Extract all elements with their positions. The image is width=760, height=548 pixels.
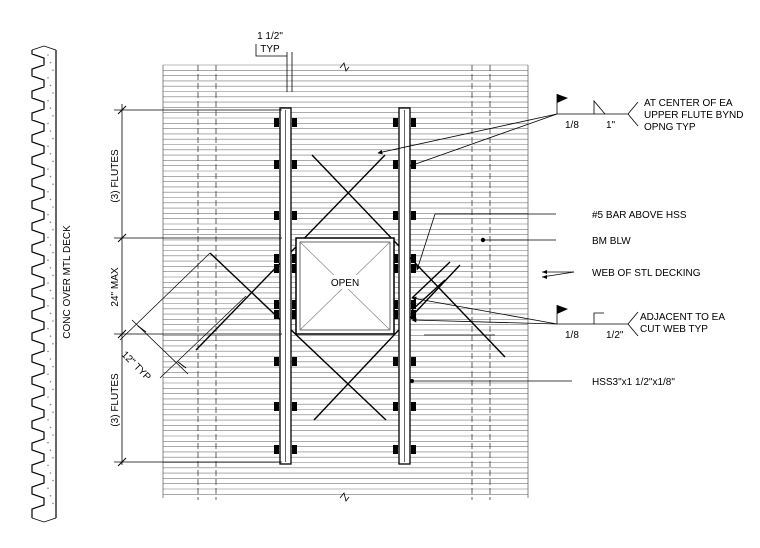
dim-top-suffix: TYP xyxy=(260,44,280,55)
hss-right xyxy=(398,107,411,465)
deck-profile xyxy=(31,45,57,523)
callout-hss-text: HSS3"x1 1/2"x1/8" xyxy=(592,377,675,388)
dim-flutes-bottom: (3) FLUTES xyxy=(110,373,121,427)
dimension-top: 1 1/2" TYP xyxy=(255,31,293,92)
dim-top-value: 1 1/2" xyxy=(257,31,283,42)
dim-flutes-top: (3) FLUTES xyxy=(110,149,121,203)
callout-beam-text: BM BLW xyxy=(592,236,631,247)
callout-hss: HSS3"x1 1/2"x1/8" xyxy=(410,377,675,388)
diagonal-bars xyxy=(195,154,506,421)
weld-blocks xyxy=(274,118,416,454)
callout-beam: BM BLW xyxy=(480,236,631,247)
section-label: CONC OVER MTL DECK xyxy=(62,225,73,339)
hss-left xyxy=(279,107,292,465)
weld-bottom-note-2: CUT WEB TYP xyxy=(640,324,708,335)
deck-section: CONC OVER MTL DECK xyxy=(31,45,73,523)
weld-bottom-size: 1/8 xyxy=(565,330,579,341)
break-marks xyxy=(339,62,350,502)
field-weld-flag-icon xyxy=(557,305,568,314)
plan-view: OPEN xyxy=(162,62,529,502)
dimension-left: (3) FLUTES 24" MAX (3) FLUTES xyxy=(110,104,282,467)
field-weld-flag-icon xyxy=(557,94,568,103)
deck-flute-lines xyxy=(162,64,529,498)
weld-bottom-note-1: ADJACENT TO EA xyxy=(640,312,725,323)
weld-top-length: 1" xyxy=(606,120,616,131)
opening-label: OPEN xyxy=(331,278,359,289)
callout-bar: #5 BAR ABOVE HSS xyxy=(416,210,687,271)
dim-24-max: 24" MAX xyxy=(110,267,121,306)
callout-web: WEB OF STL DECKING xyxy=(541,268,701,279)
weld-top-note-2: UPPER FLUTE BYND xyxy=(644,110,743,121)
weld-top-note-3: OPNG TYP xyxy=(644,122,696,133)
dim-12-typ: 12" TYP xyxy=(119,349,153,383)
weld-symbol-bottom: 1/8 1/2" ADJACENT TO EA CUT WEB TYP xyxy=(411,296,725,341)
callout-bar-text: #5 BAR ABOVE HSS xyxy=(592,210,687,221)
opening: OPEN xyxy=(295,237,395,335)
weld-top-note-1: AT CENTER OF EA xyxy=(644,98,733,109)
weld-top-size: 1/8 xyxy=(565,120,579,131)
weld-symbol-top: 1/8 1" AT CENTER OF EA UPPER FLUTE BYND … xyxy=(377,94,743,167)
callout-web-text: WEB OF STL DECKING xyxy=(592,268,701,279)
weld-bottom-length: 1/2" xyxy=(606,330,624,341)
